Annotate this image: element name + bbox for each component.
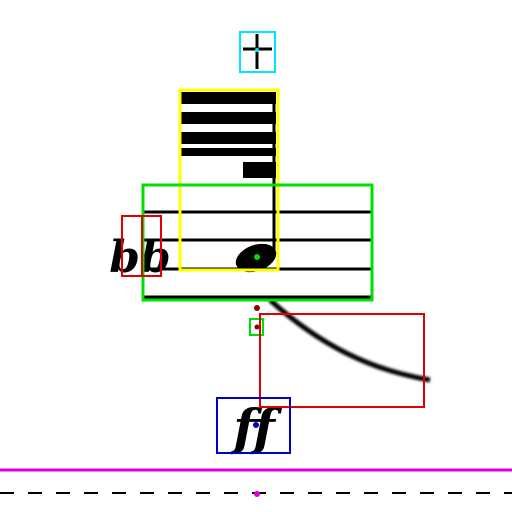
slur-box — [259, 313, 425, 408]
small-marker-dot — [254, 324, 260, 330]
flag-bar-4 — [181, 148, 276, 156]
flag-bar-3 — [181, 132, 276, 144]
slur-start-dot — [254, 305, 260, 311]
slur-curve — [268, 298, 431, 383]
staff-block-box — [141, 183, 374, 302]
flag-bar-5 — [243, 162, 276, 178]
plus-sign-center-dot — [255, 48, 259, 52]
note-head-center-dot — [254, 254, 260, 260]
plus-sign-box — [239, 31, 276, 73]
flag-bar-2 — [181, 112, 276, 124]
plus-sign-group — [239, 31, 276, 73]
dashed-line-center-dot — [254, 491, 260, 497]
small-marker-box — [249, 318, 264, 336]
flag-bar-1 — [181, 92, 276, 104]
note-with-flags-box — [178, 88, 280, 272]
note-with-flags-group — [181, 92, 277, 273]
dynamic-ff-center-dot — [253, 422, 259, 428]
dynamic-ff-box — [216, 397, 291, 454]
